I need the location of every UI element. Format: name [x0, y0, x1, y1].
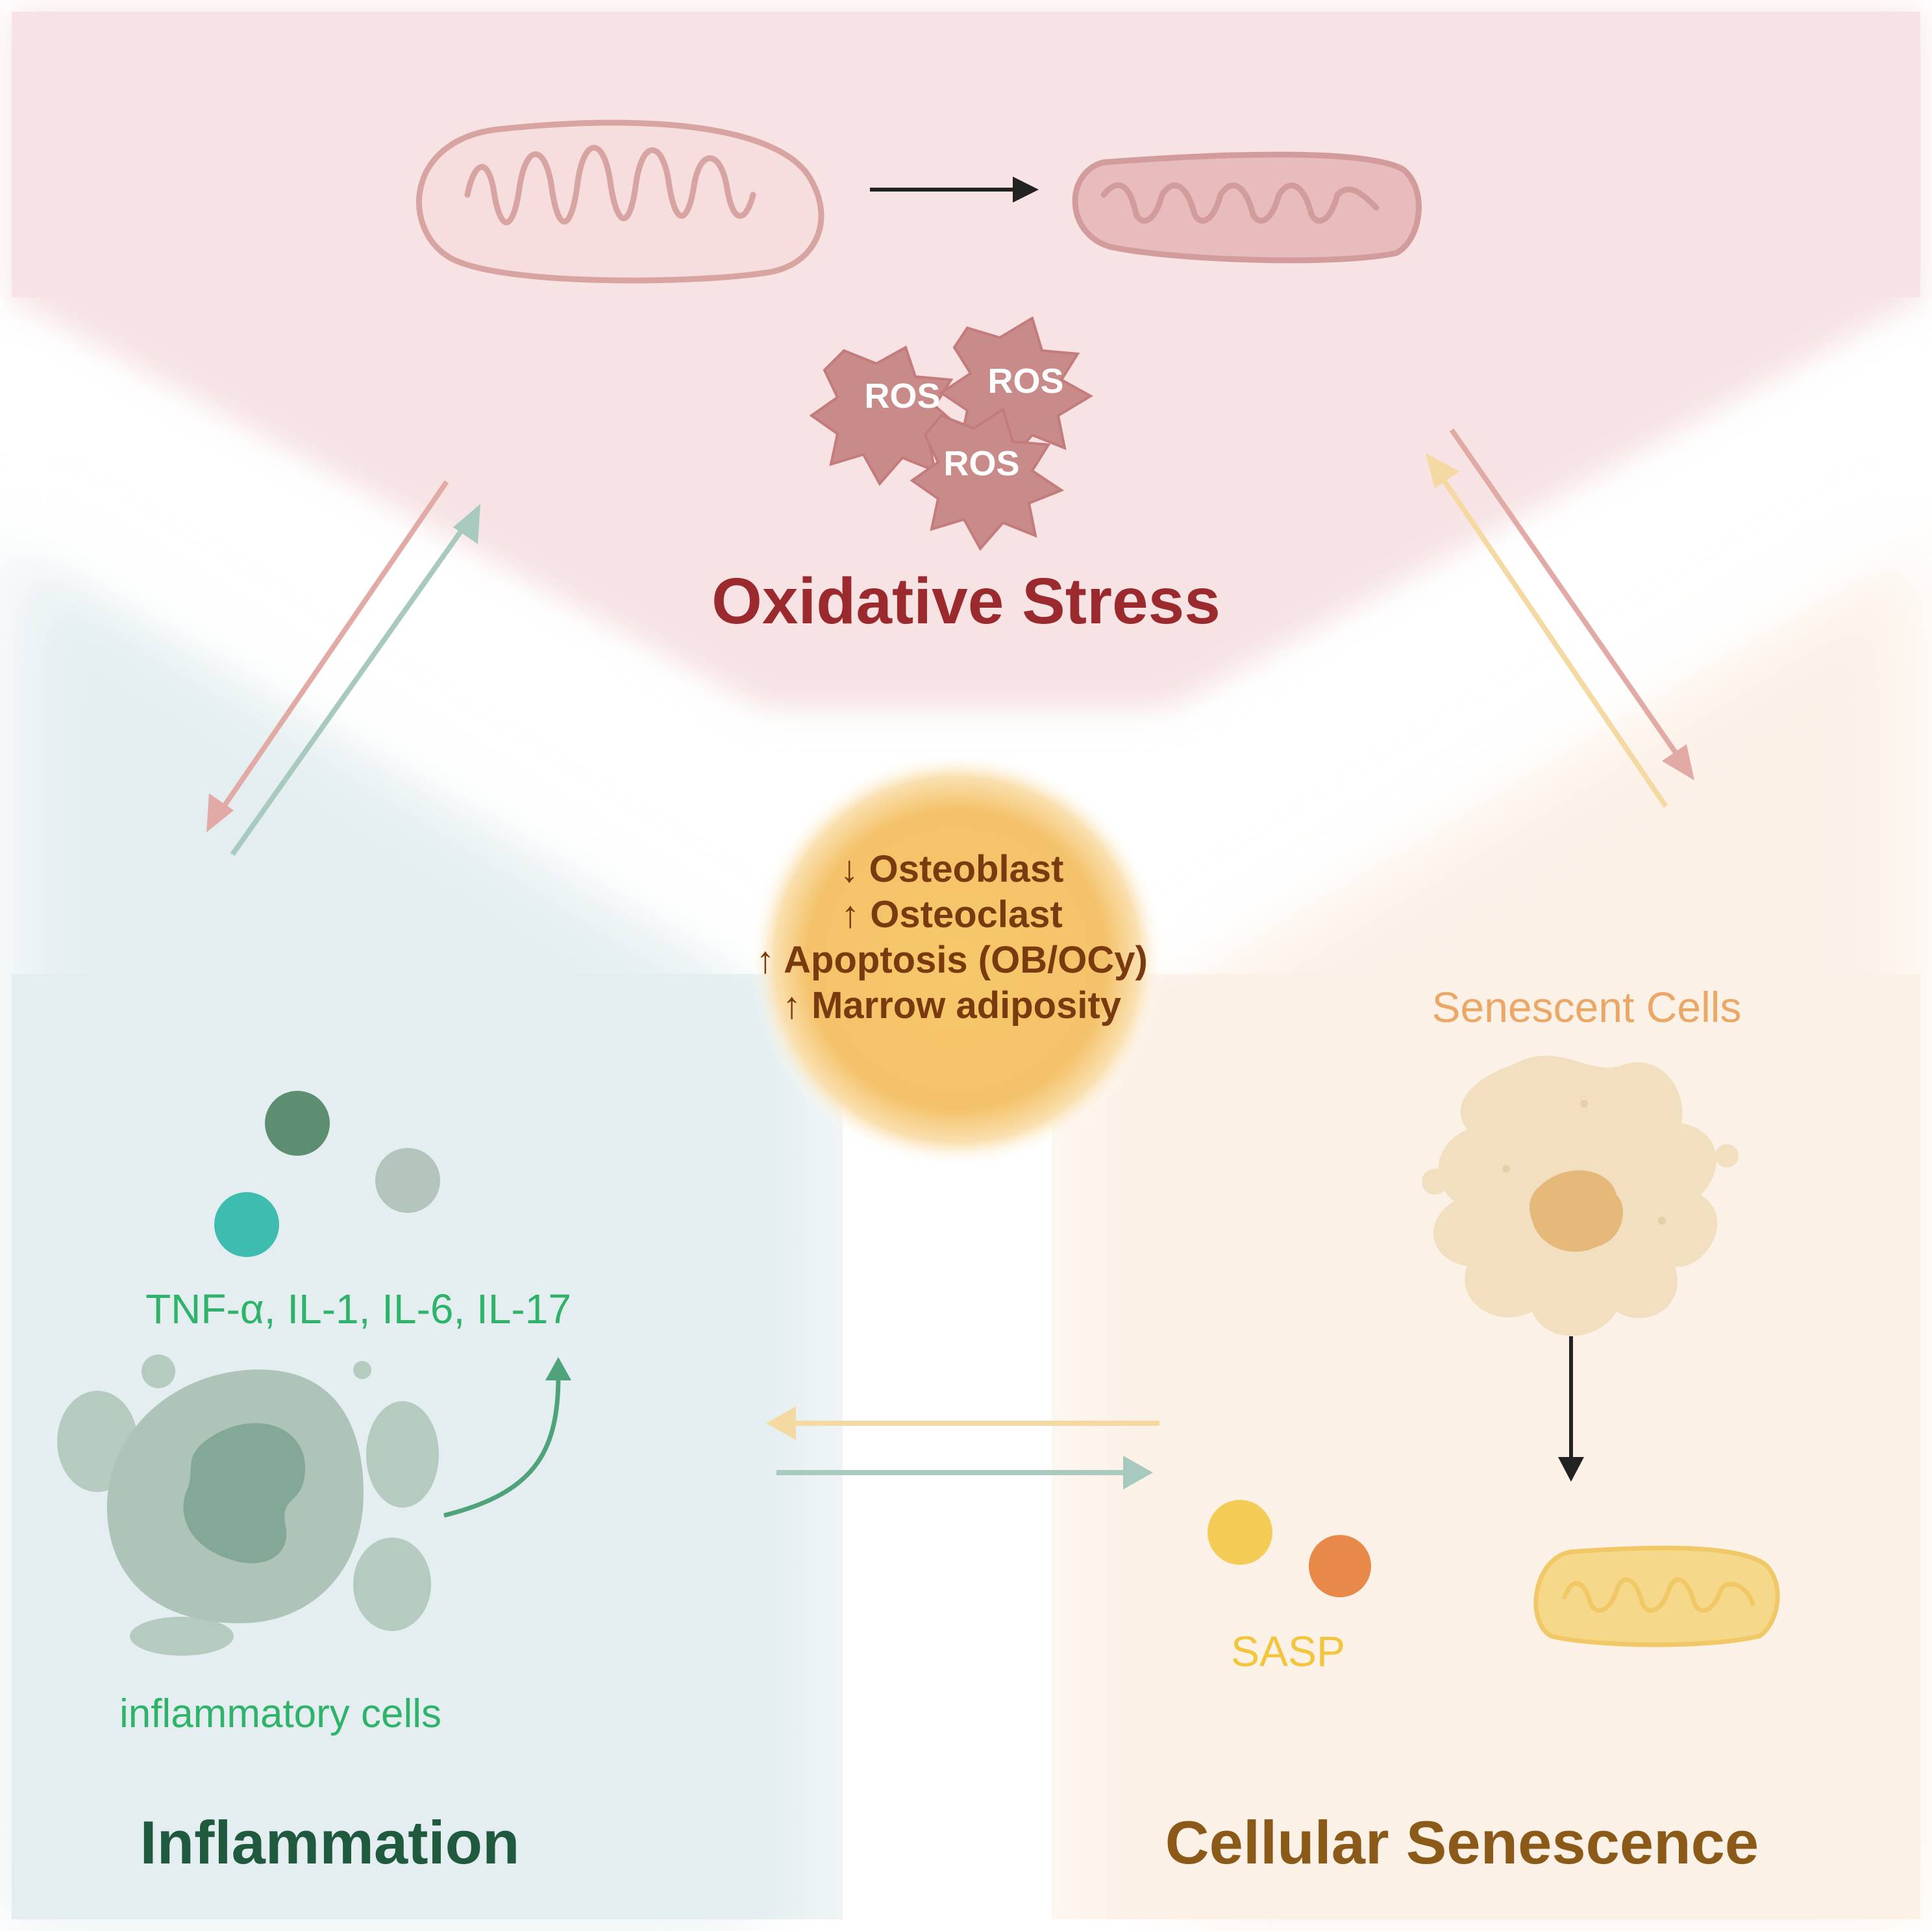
ros-label-3: ROS: [943, 444, 1019, 483]
effect-marrow-adiposity: ↑ Marrow adiposity: [782, 984, 1121, 1027]
inflammatory-cells-label: inflammatory cells: [119, 1691, 441, 1736]
effect-osteoclast: ↑ Osteoclast: [841, 893, 1063, 936]
ros-cluster: ROS ROS ROS: [809, 316, 1093, 551]
cytokine-dot-grey: [375, 1148, 440, 1213]
cytokine-list: TNF-α, IL-1, IL-6, IL-17: [145, 1286, 571, 1332]
oxidative-stress-title: Oxidative Stress: [712, 565, 1220, 638]
inflammatory-cell: [57, 1354, 439, 1656]
mitochondrion-damaged: [1072, 151, 1422, 264]
cytokine-dot-dark: [265, 1091, 330, 1156]
mitochondrion-healthy: [416, 119, 824, 284]
sasp-dot-orange: [1309, 1535, 1371, 1597]
cytokine-dot-teal: [214, 1192, 279, 1257]
arrow-inflammation-to-senescence: [776, 1456, 1153, 1489]
sasp-dot-yellow: [1208, 1500, 1272, 1565]
sasp-dots: [1208, 1500, 1371, 1597]
cytokine-dots: [214, 1091, 440, 1257]
senescent-cells-label: Senescent Cells: [1432, 983, 1742, 1031]
arrow-oxidative-to-inflammation: [206, 480, 449, 832]
ros-label-2: ROS: [987, 362, 1063, 401]
arrow-senescence-to-inflammation: [766, 1406, 1159, 1440]
bone-effects-text: ↓ Osteoblast ↑ Osteoclast ↑ Apoptosis (O…: [756, 848, 1148, 1027]
cellular-senescence-title: Cellular Senescence: [1165, 1808, 1759, 1876]
inflammation-title: Inflammation: [140, 1808, 520, 1876]
arrow-oxidative-to-senescence: [1449, 428, 1694, 780]
ros-label-1: ROS: [864, 377, 940, 416]
arrow-mito-damage: [870, 177, 1039, 203]
arrow-inflammation-to-oxidative: [230, 504, 480, 856]
ros-burst-1: [809, 345, 964, 486]
effect-osteoblast: ↓ Osteoblast: [840, 848, 1064, 890]
sasp-label: SASP: [1231, 1627, 1345, 1675]
arrow-senescence-to-oxidative: [1426, 453, 1668, 808]
ros-burst-3: [910, 406, 1065, 551]
bone-effects-circle: [749, 752, 1165, 1167]
effect-apoptosis: ↑ Apoptosis (OB/OCy): [756, 939, 1148, 981]
arrow-cytokine-release: [443, 1357, 571, 1518]
arrow-senescence-to-sasp: [1558, 1336, 1584, 1482]
senescent-cell: [1422, 1055, 1739, 1336]
mitochondrion-senescent: [1533, 1545, 1780, 1647]
